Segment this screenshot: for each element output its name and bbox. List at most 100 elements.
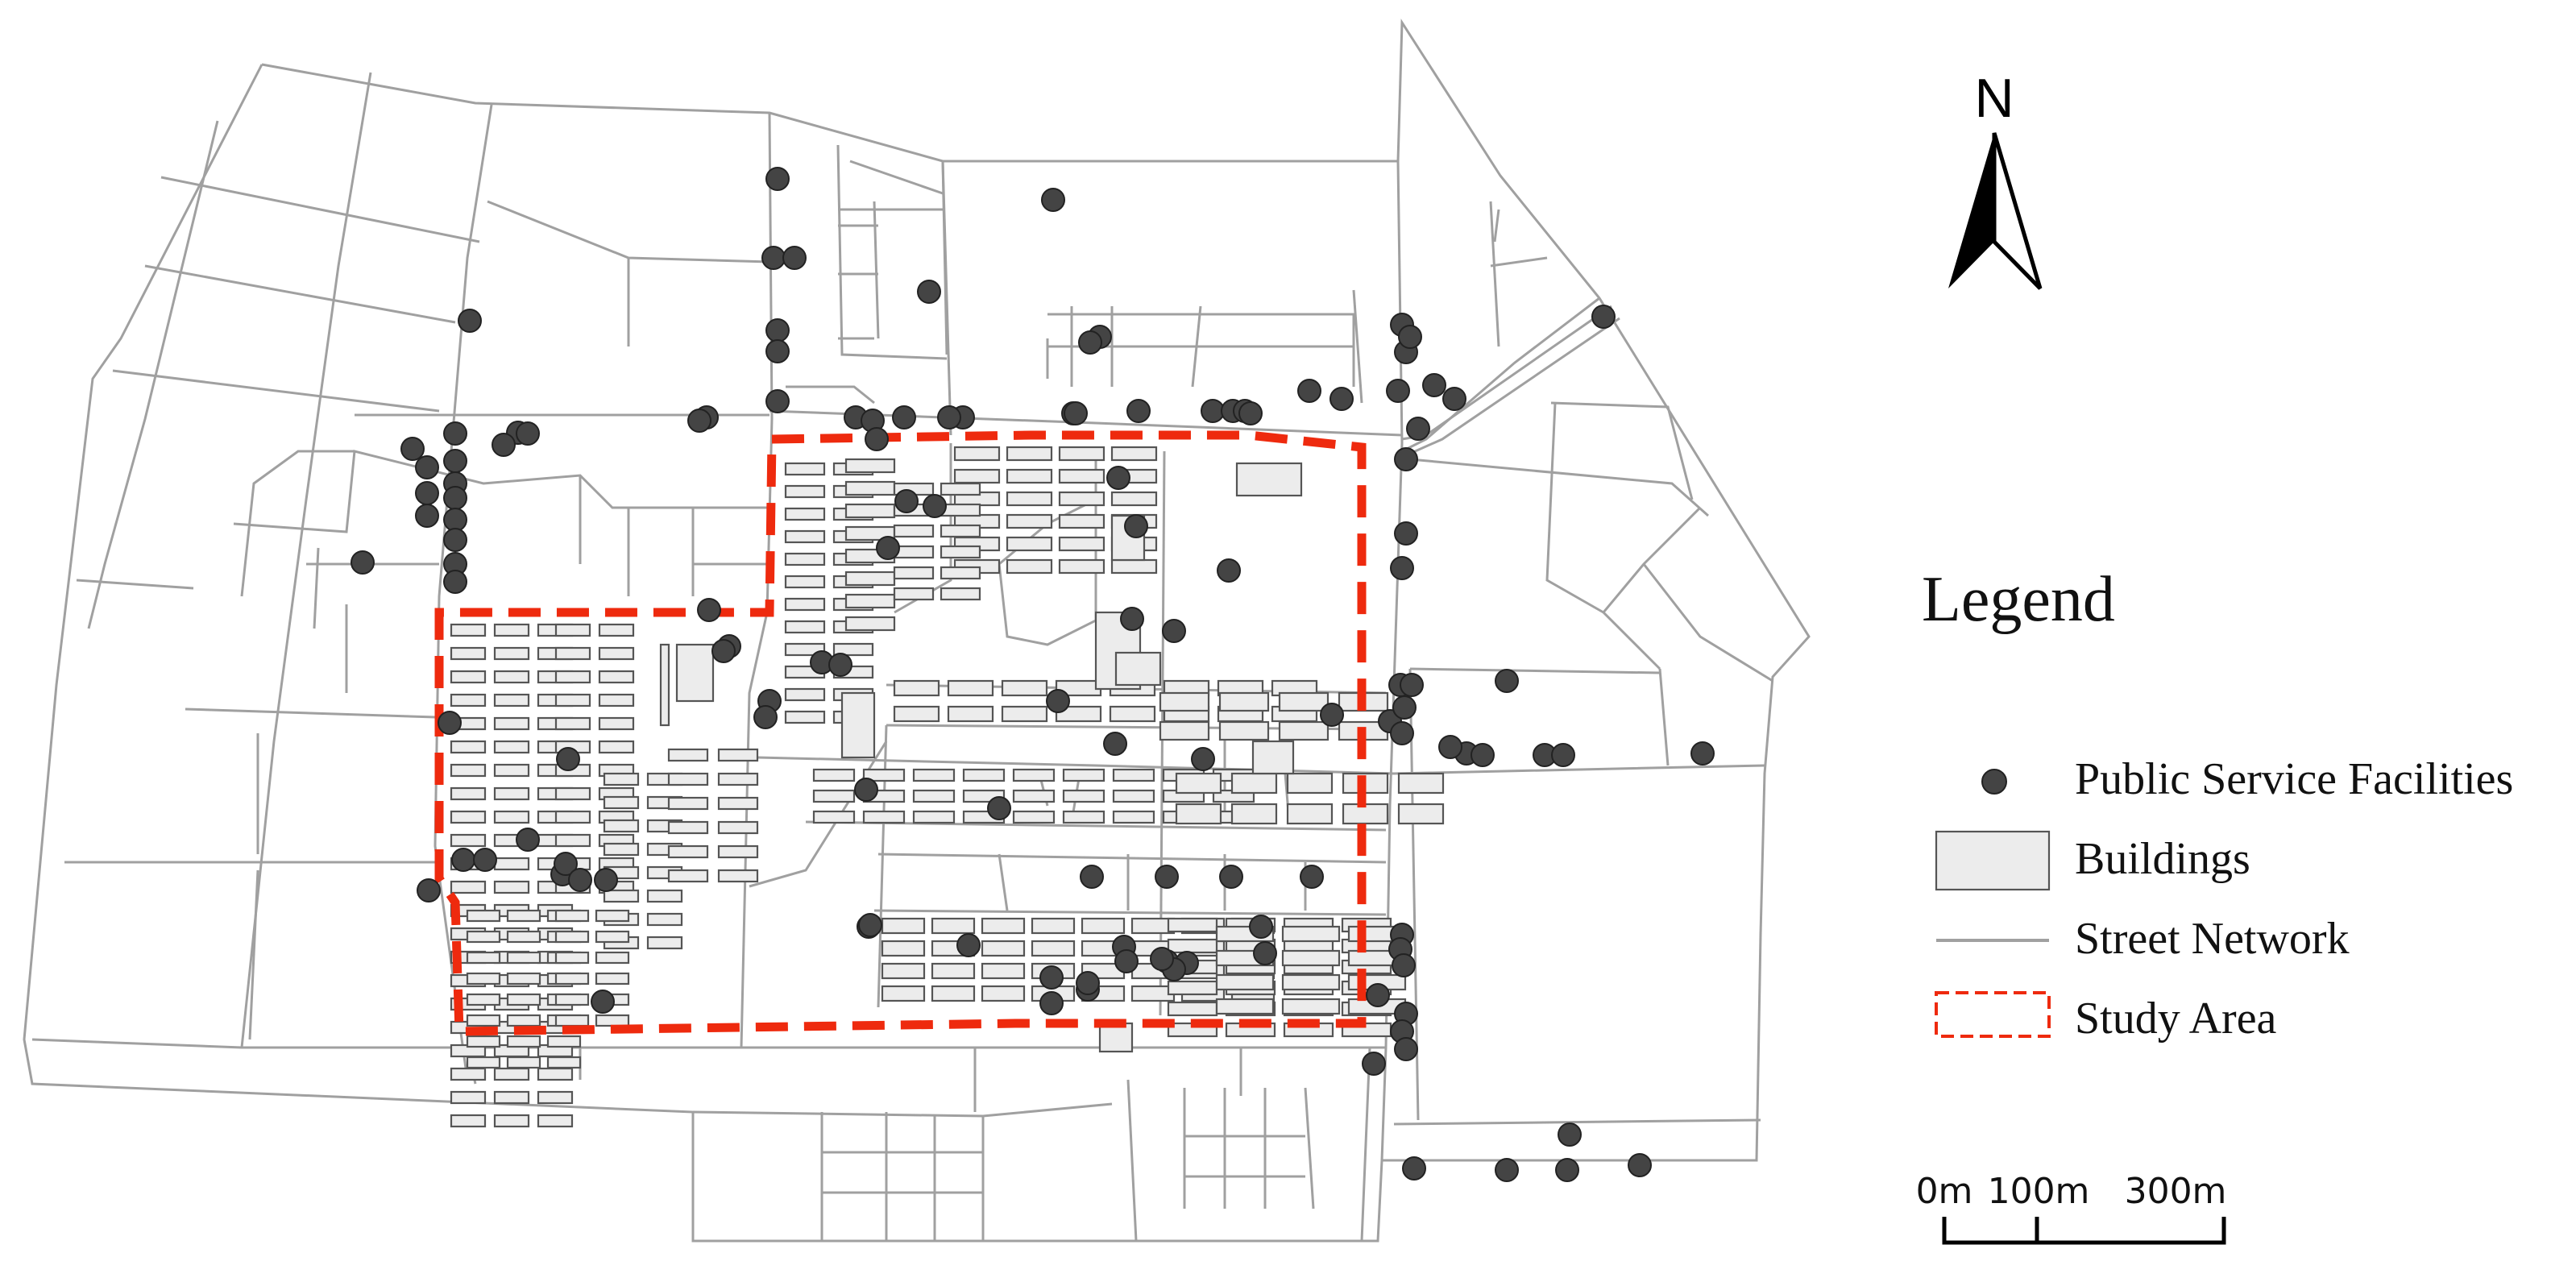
public-service-facility-marker xyxy=(443,508,467,532)
public-service-facility-marker xyxy=(765,318,790,342)
building xyxy=(466,1035,501,1048)
public-service-facility-marker xyxy=(1120,607,1144,631)
building xyxy=(506,972,541,985)
public-service-facility-marker xyxy=(1078,330,1102,355)
building xyxy=(598,740,635,754)
building xyxy=(450,693,487,707)
building xyxy=(1055,705,1102,723)
public-service-facility-marker xyxy=(351,550,375,575)
public-service-facility-marker xyxy=(876,536,900,560)
building xyxy=(784,620,826,634)
building xyxy=(1062,789,1105,803)
public-service-facility-marker xyxy=(1162,619,1186,643)
public-service-facility-marker xyxy=(1555,1158,1579,1182)
building xyxy=(1281,949,1341,967)
public-service-facility-marker xyxy=(1253,941,1277,965)
building xyxy=(912,810,956,824)
building xyxy=(1175,803,1222,825)
building xyxy=(554,1014,590,1027)
building xyxy=(893,679,940,697)
building xyxy=(1012,768,1056,782)
public-service-facility-marker xyxy=(1392,695,1417,720)
building xyxy=(506,1035,541,1048)
building xyxy=(881,940,926,957)
building xyxy=(1215,973,1275,991)
building xyxy=(646,936,683,950)
building xyxy=(1058,513,1105,529)
public-service-facility-marker xyxy=(761,246,786,270)
building xyxy=(603,842,640,857)
building xyxy=(940,503,981,517)
building xyxy=(450,1114,487,1128)
building xyxy=(912,768,956,782)
legend-study-area-symbol xyxy=(1935,991,2051,1038)
public-service-facility-marker xyxy=(1126,399,1151,423)
building xyxy=(667,820,709,835)
building xyxy=(1012,810,1056,824)
building xyxy=(537,1114,574,1128)
building xyxy=(784,529,826,544)
building xyxy=(1397,803,1445,825)
public-service-facility-marker xyxy=(1394,521,1418,546)
building xyxy=(1278,691,1329,712)
building xyxy=(546,1035,582,1048)
building xyxy=(1109,705,1156,723)
public-service-facility-marker xyxy=(1249,915,1273,939)
building xyxy=(1235,462,1303,497)
building xyxy=(840,691,876,759)
public-service-facility-marker xyxy=(865,427,889,451)
building xyxy=(962,768,1006,782)
building xyxy=(646,889,683,903)
public-service-facility-marker xyxy=(443,449,467,473)
building xyxy=(466,930,501,944)
building xyxy=(554,993,590,1006)
building xyxy=(603,819,640,833)
building xyxy=(784,642,826,657)
building xyxy=(554,972,590,985)
building xyxy=(537,1090,574,1105)
public-service-facility-marker xyxy=(594,868,618,892)
public-service-facility-marker xyxy=(443,570,467,594)
building xyxy=(1006,536,1053,552)
building xyxy=(893,705,940,723)
building xyxy=(812,810,856,824)
building xyxy=(881,917,926,935)
building xyxy=(844,480,896,496)
public-service-facility-marker xyxy=(1400,673,1424,697)
public-service-facility-marker xyxy=(765,167,790,191)
building xyxy=(450,1090,487,1105)
public-service-facility-marker xyxy=(1191,747,1215,771)
building xyxy=(493,857,530,871)
building xyxy=(450,786,487,801)
public-service-facility-marker xyxy=(1076,971,1100,995)
scale-label: 0m xyxy=(1916,1171,1973,1212)
building xyxy=(862,768,906,782)
public-service-facility-marker xyxy=(1394,447,1418,471)
building xyxy=(667,844,709,859)
building xyxy=(717,844,759,859)
public-service-facility-marker xyxy=(1297,379,1321,403)
building xyxy=(1286,772,1334,795)
public-service-facility-marker xyxy=(1064,401,1088,425)
building xyxy=(893,545,935,559)
legend-item-label: Public Service Facilities xyxy=(2075,754,2513,804)
building xyxy=(554,930,590,944)
building xyxy=(466,993,501,1006)
building xyxy=(493,1114,530,1128)
building xyxy=(598,646,635,661)
building xyxy=(717,796,759,811)
public-service-facility-marker xyxy=(894,489,919,513)
building xyxy=(554,833,591,848)
building xyxy=(981,917,1026,935)
public-service-facility-marker xyxy=(1041,188,1065,212)
study-area-boundary xyxy=(434,430,1367,1036)
public-service-facility-marker xyxy=(1039,991,1064,1015)
street-network xyxy=(23,19,1811,1243)
building xyxy=(1114,651,1162,687)
building xyxy=(493,670,530,684)
public-service-facility-marker xyxy=(400,437,425,461)
building xyxy=(466,951,501,965)
facilities-layer xyxy=(351,167,1715,1182)
building xyxy=(466,1014,501,1027)
